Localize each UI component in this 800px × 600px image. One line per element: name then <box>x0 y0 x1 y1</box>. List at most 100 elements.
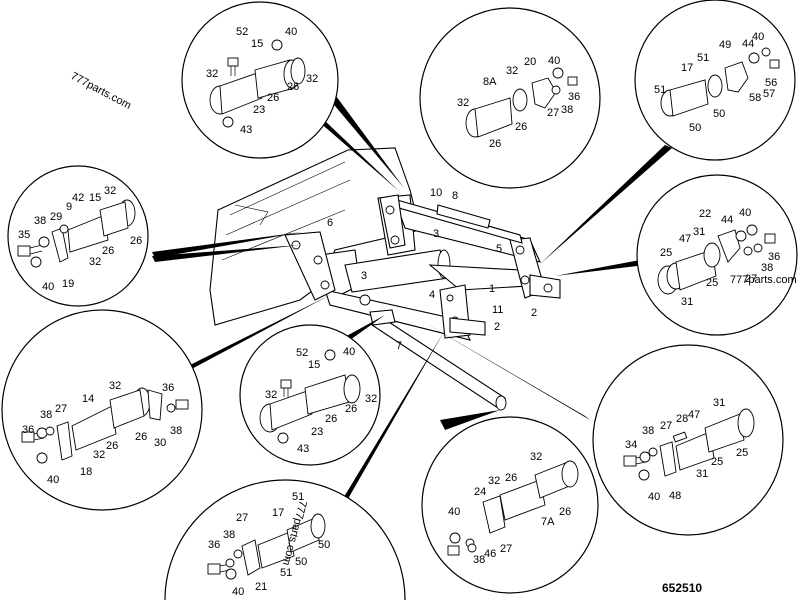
callout: 31 <box>713 397 725 409</box>
detail-circle-left-lower: 32 36 14 38 27 36 26 30 38 26 32 18 40 <box>1 309 203 511</box>
callout: 32 <box>109 380 121 392</box>
callout: 9 <box>66 201 72 213</box>
callout: 27 <box>236 512 248 524</box>
callout: 51 <box>280 567 292 579</box>
callout-2: 2 <box>531 307 537 319</box>
callout: 32 <box>93 449 105 461</box>
detail-circle-top-right: 49 44 40 51 17 56 51 57 58 50 50 <box>634 0 796 161</box>
callout: 26 <box>515 121 527 133</box>
callout: 32 <box>104 185 116 197</box>
callout: 38 <box>473 554 485 566</box>
callout: 27 <box>547 107 559 119</box>
callout: 46 <box>484 548 496 560</box>
callout: 32 <box>89 256 101 268</box>
detail-circle-top-left: 52 40 15 32 32 26 26 23 43 <box>181 1 339 159</box>
callout: 25 <box>711 456 723 468</box>
callout: 26 <box>130 235 142 247</box>
callout: 26 <box>345 403 357 415</box>
callout: 57 <box>763 88 775 100</box>
callout: 42 <box>72 192 84 204</box>
callout: 50 <box>318 539 330 551</box>
callout: 32 <box>530 451 542 463</box>
drawing-number: 652510 <box>662 581 702 595</box>
callout: 38 <box>223 529 235 541</box>
detail-circle-right-middle: 22 44 40 47 31 25 36 38 27 25 31 <box>636 174 798 336</box>
callout: 40 <box>739 207 751 219</box>
callout: 43 <box>297 443 309 455</box>
detail-circle-bottom-center: 32 32 26 24 26 7A 40 27 46 38 <box>421 416 599 594</box>
callout: 40 <box>752 31 764 43</box>
callout: 25 <box>706 277 718 289</box>
callout: 28 <box>676 413 688 425</box>
callout: 7A <box>541 516 555 528</box>
callout: 36 <box>768 251 780 263</box>
callout: 50 <box>689 122 701 134</box>
callout: 51 <box>697 52 709 64</box>
callout: 25 <box>736 447 748 459</box>
main-assembly <box>209 147 561 411</box>
callout: 50 <box>295 556 307 568</box>
callout: 48 <box>669 490 681 502</box>
callout: 40 <box>343 346 355 358</box>
callout: 32 <box>365 393 377 405</box>
main-callouts: 1 2 2 3 3 4 5 6 7 8 10 11 <box>327 187 537 352</box>
callout: 15 <box>251 38 263 50</box>
callout: 26 <box>505 472 517 484</box>
callout: 51 <box>292 491 304 503</box>
callout: 32 <box>506 65 518 77</box>
callout: 15 <box>89 192 101 204</box>
callout: 26 <box>559 506 571 518</box>
callout: 31 <box>693 226 705 238</box>
callout: 50 <box>713 108 725 120</box>
detail-circle-left-upper: 42 15 32 38 29 9 35 26 26 32 40 19 <box>7 165 149 307</box>
detail-circle-right-lower: 31 28 47 38 27 34 25 25 31 40 48 <box>592 344 784 536</box>
callout: 31 <box>696 468 708 480</box>
callout: 17 <box>272 507 284 519</box>
callout: 26 <box>102 245 114 257</box>
callout: 49 <box>719 39 731 51</box>
callout: 36 <box>568 91 580 103</box>
callout: 36 <box>22 424 34 436</box>
callout: 27 <box>55 403 67 415</box>
callout: 26 <box>267 92 279 104</box>
callout-11: 11 <box>492 304 503 316</box>
callout: 52 <box>296 347 308 359</box>
watermark: 777parts.com <box>69 70 133 112</box>
callout: 32 <box>488 475 500 487</box>
callout: 44 <box>721 214 733 226</box>
callout: 27 <box>500 543 512 555</box>
callout-6: 6 <box>327 217 333 229</box>
callout: 29 <box>50 211 62 223</box>
callout: 40 <box>648 491 660 503</box>
callout: 52 <box>236 26 248 38</box>
callout: 26 <box>106 440 118 452</box>
callout: 23 <box>311 426 323 438</box>
callout: 38 <box>561 104 573 116</box>
callout: 21 <box>255 581 267 593</box>
callout: 17 <box>681 62 693 74</box>
callout: 35 <box>18 229 30 241</box>
callout: 14 <box>82 393 94 405</box>
callout: 36 <box>208 539 220 551</box>
callout: 38 <box>40 409 52 421</box>
callout-1: 1 <box>489 283 495 295</box>
callout: 40 <box>448 506 460 518</box>
callout: 22 <box>699 208 711 220</box>
callout: 26 <box>489 138 501 150</box>
callout: 30 <box>154 437 166 449</box>
callout-2: 2 <box>494 321 500 333</box>
callout: 40 <box>47 474 59 486</box>
callout-7: 7 <box>396 340 402 352</box>
callout: 32 <box>265 389 277 401</box>
callout: 44 <box>742 38 754 50</box>
callout: 18 <box>80 466 92 478</box>
callout-8: 8 <box>452 190 458 202</box>
callout: 26 <box>325 413 337 425</box>
callout: 40 <box>285 26 297 38</box>
callout: 40 <box>42 281 54 293</box>
callout-5: 5 <box>496 243 502 255</box>
callout-10: 10 <box>430 187 442 199</box>
callout: 38 <box>642 425 654 437</box>
callout-3: 3 <box>433 228 439 240</box>
callout-4: 4 <box>429 289 435 301</box>
